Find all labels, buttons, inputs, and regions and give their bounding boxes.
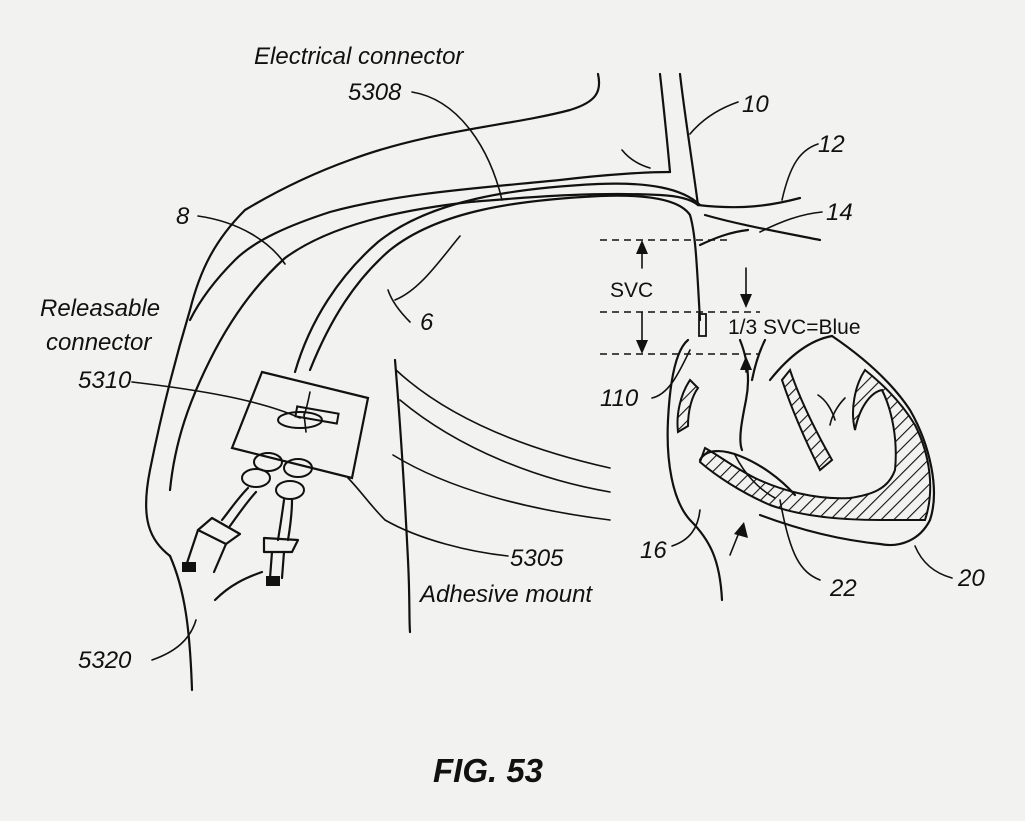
label-5310: 5310 [78, 367, 132, 394]
label-svc: SVC [610, 279, 653, 302]
label-12: 12 [818, 131, 845, 158]
leader-lines [131, 91, 953, 661]
heart [666, 334, 936, 602]
label-electrical-connector: Electrical connector [254, 43, 464, 70]
catheter-path [293, 182, 707, 374]
label-6: 6 [420, 309, 434, 336]
labels: Electrical connector 5308 10 12 14 8 Rel… [40, 43, 985, 789]
label-adhesive-mount: Adhesive mount [418, 581, 593, 608]
body-outline [145, 72, 611, 692]
label-5320: 5320 [78, 647, 132, 674]
label-connector: connector [46, 329, 152, 356]
label-14: 14 [826, 199, 853, 226]
figure-caption: FIG. 53 [433, 752, 543, 789]
label-releasable: Releasable [40, 295, 160, 322]
label-8: 8 [176, 203, 190, 230]
label-22: 22 [829, 575, 857, 602]
svc-markers [600, 239, 760, 373]
label-third-svc: 1/3 SVC=Blue [728, 316, 861, 339]
adhesive-mount-assembly [182, 370, 370, 586]
label-5305: 5305 [510, 545, 564, 572]
label-110: 110 [600, 385, 639, 412]
vessels [168, 72, 822, 492]
label-5308: 5308 [348, 79, 402, 106]
label-10: 10 [742, 91, 769, 118]
label-16: 16 [640, 537, 667, 564]
label-20: 20 [957, 565, 985, 592]
